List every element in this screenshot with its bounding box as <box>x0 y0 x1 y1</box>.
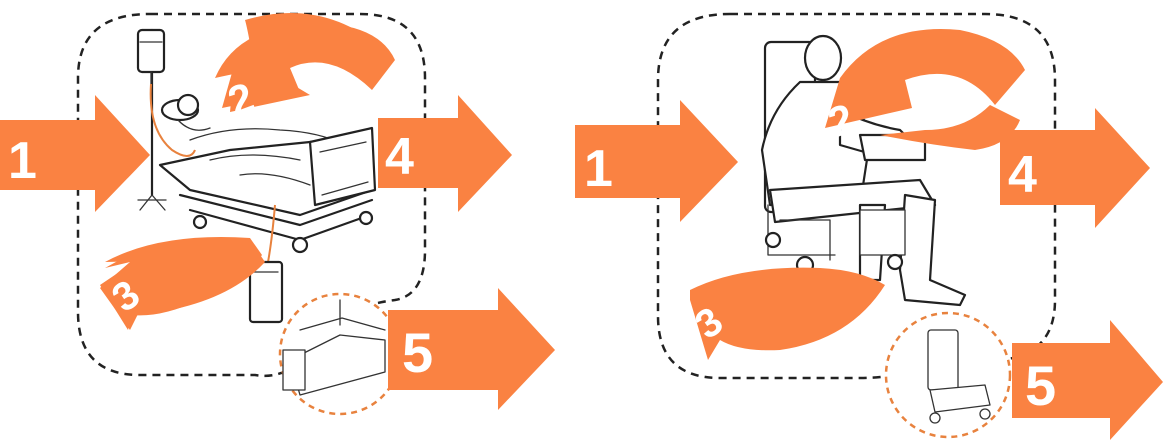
right-curved-arrow-step-2: 2 <box>822 29 1025 150</box>
left-step-5-label: 5 <box>402 321 433 384</box>
left-arrow-step-1: 1 <box>0 95 150 212</box>
right-arrow-step-4: 4 <box>1000 108 1150 228</box>
left-arrow-step-5: 5 <box>388 288 555 410</box>
left-arrow-step-4: 4 <box>378 95 512 212</box>
left-inset-step-5 <box>280 294 400 414</box>
right-curved-arrow-step-3: 3 <box>687 268 885 360</box>
left-step-1-label: 1 <box>8 132 37 190</box>
right-step-1-label: 1 <box>584 140 613 198</box>
right-step-4-label: 4 <box>1008 146 1037 204</box>
right-panel: 1 <box>575 14 1163 440</box>
right-arrow-step-1: 1 <box>575 100 738 222</box>
right-inset-step-5 <box>886 313 1010 437</box>
right-step-5-label: 5 <box>1025 354 1056 417</box>
left-panel: 1 <box>0 13 555 414</box>
iv-bag-icon <box>138 30 164 72</box>
left-curved-arrow-step-3: 3 <box>100 237 265 330</box>
left-curved-arrow-step-2: 2 <box>215 13 395 125</box>
right-arrow-step-5: 5 <box>1012 320 1163 440</box>
left-step-4-label: 4 <box>385 128 414 186</box>
